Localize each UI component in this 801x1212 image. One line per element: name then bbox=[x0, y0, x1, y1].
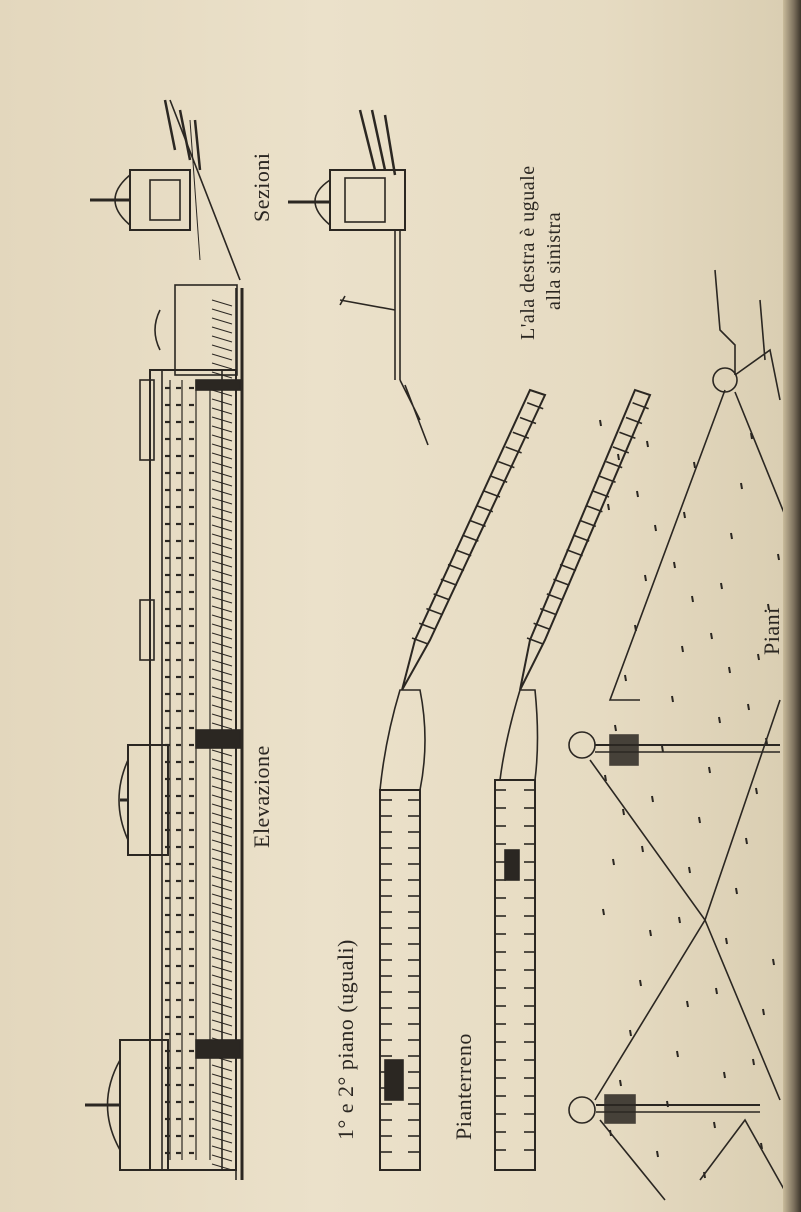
sections-drawing bbox=[90, 99, 429, 446]
book-gutter bbox=[783, 0, 801, 1212]
site-plan bbox=[568, 269, 796, 1201]
label-sezioni: Sezioni bbox=[249, 152, 274, 223]
elevation-drawing bbox=[85, 284, 244, 1180]
plan-upper-floors bbox=[379, 388, 547, 1171]
label-piani-uguali: 1° e 2° piano (uguali) bbox=[333, 939, 358, 1140]
label-piani: Piani bbox=[759, 607, 784, 655]
label-elevazione: Elevazione bbox=[249, 745, 274, 848]
label-ala-line1: L'ala destra è uguale bbox=[517, 165, 539, 340]
plan-ground-floor bbox=[494, 388, 652, 1171]
label-ala-line2: alla sinistra bbox=[543, 211, 565, 310]
label-pianterreno: Pianterreno bbox=[451, 1033, 476, 1140]
